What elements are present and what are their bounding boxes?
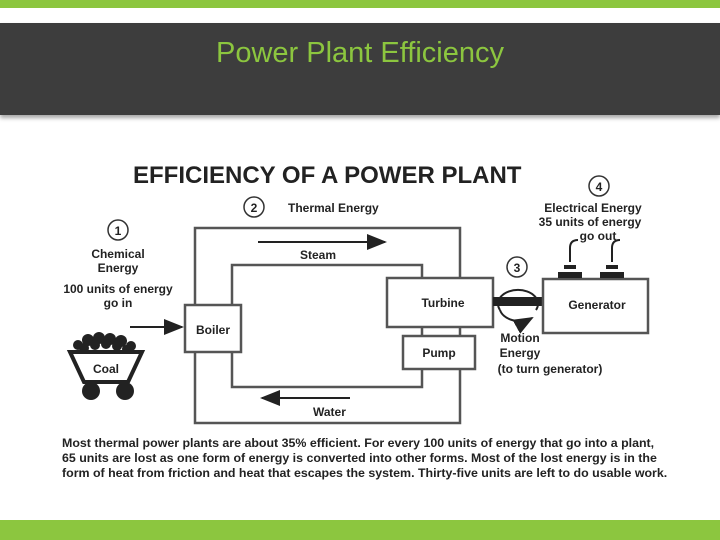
step-4-circle	[588, 175, 610, 197]
boiler-box	[183, 303, 243, 354]
diagram-title: EFFICIENCY OF A POWER PLANT	[133, 162, 522, 189]
generator-box	[541, 277, 650, 335]
coal-label: Coal	[93, 362, 119, 376]
thermal-energy-label: Thermal Energy	[288, 201, 379, 215]
motion-label-line3: (to turn generator)	[498, 362, 603, 376]
coal-cart-icon	[66, 332, 146, 400]
generator-terminals	[558, 239, 624, 278]
electrical-label-line1: Electrical Energy	[544, 201, 642, 215]
chemical-label-line2: Energy	[98, 261, 139, 275]
step-3-circle	[506, 256, 528, 278]
caption-line-1: Most thermal power plants are about 35% …	[62, 436, 655, 450]
motion-label-line2: Energy	[500, 346, 541, 360]
step-1-circle	[107, 219, 129, 241]
slide-title: Power Plant Efficiency	[216, 37, 504, 69]
electrical-label-line3: go out	[580, 229, 617, 243]
water-label: Water	[313, 405, 346, 419]
step-3-number: 3	[514, 261, 521, 275]
rotation-arrow-bottom	[499, 309, 534, 334]
step-1-number: 1	[115, 224, 122, 238]
drive-shaft	[493, 297, 543, 306]
bottom-accent-bar	[0, 520, 720, 540]
steam-label: Steam	[300, 248, 336, 262]
step-2-circle	[243, 196, 265, 218]
step-2-number: 2	[251, 201, 258, 215]
efficiency-caption: Most thermal power plants are about 35% …	[62, 436, 682, 481]
header-band	[0, 23, 720, 115]
rotation-arrow-top	[497, 288, 539, 311]
pump-label: Pump	[422, 346, 455, 360]
turbine-label: Turbine	[421, 296, 464, 310]
motion-label-line1: Motion	[500, 331, 539, 345]
step-4-number: 4	[596, 180, 603, 194]
caption-line-3: form of heat from friction and heat that…	[62, 466, 668, 480]
chemical-label-line1: Chemical	[91, 247, 144, 261]
caption-line-2: 65 units are lost as one form of energy …	[62, 451, 657, 465]
electrical-label-line2: 35 units of energy	[539, 215, 642, 229]
pump-box	[401, 334, 477, 371]
chemical-units-line1: 100 units of energy	[63, 282, 173, 296]
top-accent-bar	[0, 0, 720, 8]
chemical-units-line2: go in	[104, 296, 133, 310]
boiler-label: Boiler	[196, 323, 230, 337]
generator-label: Generator	[568, 298, 626, 312]
